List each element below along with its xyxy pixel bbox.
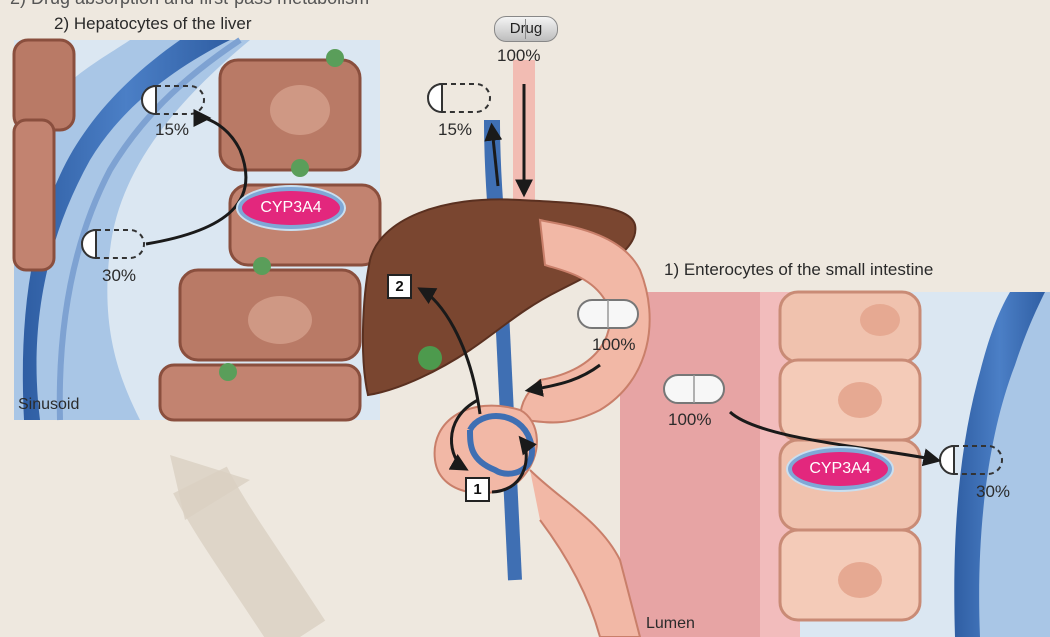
liver-enzyme-label: CYP3A4 xyxy=(260,199,321,216)
liver-inset xyxy=(14,40,380,420)
pill-stomach-icon xyxy=(578,300,638,328)
pill-intestine-in-icon xyxy=(664,375,724,403)
portal-out-percent: 15% xyxy=(438,120,472,140)
drug-label: Drug xyxy=(510,20,543,37)
step-marker-1: 1 xyxy=(465,477,490,502)
drug-percent: 100% xyxy=(497,46,540,66)
intestine-in-percent: 100% xyxy=(668,410,711,430)
stomach-percent: 100% xyxy=(592,335,635,355)
liver-cyp3a4-enzyme: CYP3A4 xyxy=(238,187,344,229)
background-flow-arrow xyxy=(200,480,300,637)
lumen-label: Lumen xyxy=(646,615,695,633)
liver-panel-caption: 2) Hepatocytes of the liver xyxy=(54,14,251,34)
step-marker-2: 2 xyxy=(387,274,412,299)
intestine-cyp3a4-enzyme: CYP3A4 xyxy=(788,448,892,490)
liver-in-percent: 30% xyxy=(102,266,136,286)
intestine-out-percent: 30% xyxy=(976,482,1010,502)
intestine-panel-caption: 1) Enterocytes of the small intestine xyxy=(664,260,933,280)
liver-out-percent: 15% xyxy=(155,120,189,140)
drug-pill: Drug xyxy=(494,16,558,42)
page-title: 2) Drug absorption and first-pass metabo… xyxy=(10,0,369,9)
pill-portal-out-icon xyxy=(428,84,490,112)
sinusoid-label: Sinusoid xyxy=(18,396,79,414)
intestine-enzyme-label: CYP3A4 xyxy=(809,460,870,477)
